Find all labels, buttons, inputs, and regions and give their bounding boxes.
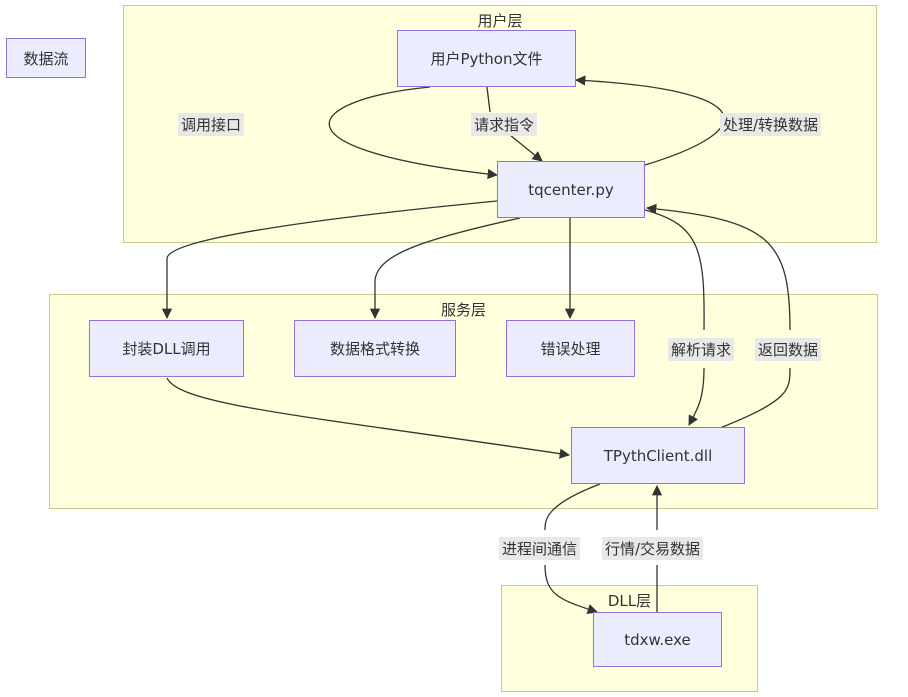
edge-label-call-api: 调用接口 bbox=[178, 113, 245, 136]
node-tpythclient-dll-label: TPythClient.dll bbox=[603, 446, 713, 465]
edge-to-format-convert bbox=[369, 217, 521, 320]
edge-label-ipc: 进程间通信 bbox=[499, 537, 581, 560]
node-tdxw-exe-label: tdxw.exe bbox=[624, 630, 691, 649]
legend-data-flow: 数据流 bbox=[6, 38, 86, 78]
edge-label-request-cmd: 请求指令 bbox=[471, 113, 538, 136]
node-tqcenter[interactable]: tqcenter.py bbox=[497, 161, 645, 218]
edge-request-cmd bbox=[486, 86, 542, 161]
edge-ipc bbox=[544, 483, 600, 612]
node-format-convert[interactable]: 数据格式转换 bbox=[294, 320, 456, 377]
cluster-dll-title: DLL层 bbox=[607, 592, 652, 610]
cluster-service-title: 服务层 bbox=[440, 301, 486, 319]
edge-label-parse-request: 解析请求 bbox=[668, 338, 735, 361]
node-tqcenter-label: tqcenter.py bbox=[528, 180, 614, 199]
node-tdxw-exe[interactable]: tdxw.exe bbox=[593, 612, 722, 667]
edge-label-return-data: 返回数据 bbox=[755, 338, 822, 361]
node-tpythclient-dll[interactable]: TPythClient.dll bbox=[571, 427, 745, 484]
edge-process-data bbox=[574, 75, 725, 166]
edge-label-market-data: 行情/交易数据 bbox=[602, 537, 704, 560]
node-error-handle-label: 错误处理 bbox=[540, 340, 601, 358]
node-wrap-dll-call[interactable]: 封装DLL调用 bbox=[89, 320, 244, 377]
node-user-python-file-label: 用户Python文件 bbox=[430, 50, 543, 68]
edge-call-api bbox=[328, 86, 499, 180]
edge-parse-request bbox=[644, 209, 705, 425]
cluster-user-title: 用户层 bbox=[477, 12, 523, 30]
node-wrap-dll-call-label: 封装DLL调用 bbox=[122, 340, 211, 358]
edge-label-process-data: 处理/转换数据 bbox=[720, 113, 822, 136]
edge-wrap-to-client bbox=[166, 377, 571, 459]
node-user-python-file[interactable]: 用户Python文件 bbox=[397, 30, 576, 87]
node-format-convert-label: 数据格式转换 bbox=[329, 340, 420, 358]
node-error-handle[interactable]: 错误处理 bbox=[506, 320, 635, 377]
legend-label: 数据流 bbox=[23, 49, 69, 68]
edge-return-data bbox=[647, 208, 791, 429]
edge-to-wrap-dll bbox=[161, 200, 498, 320]
